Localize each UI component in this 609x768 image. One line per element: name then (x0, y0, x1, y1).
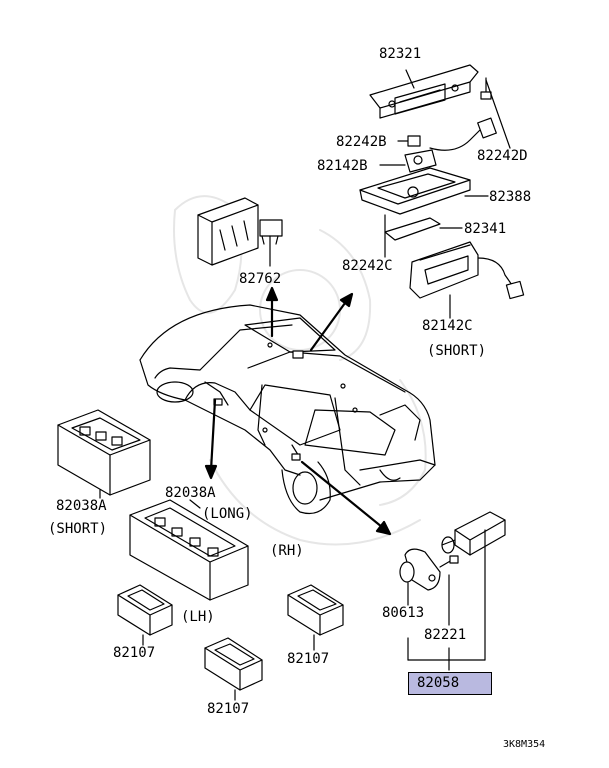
part-label-82388[interactable]: 82388 (489, 189, 532, 205)
note-long: (LONG) (202, 506, 253, 522)
part-label-80613[interactable]: 80613 (382, 605, 425, 621)
part-label-82321[interactable]: 82321 (379, 46, 422, 62)
window-switch-82107-lh-lower (204, 637, 263, 701)
vehicle-body (139, 304, 436, 515)
part-label-82242d[interactable]: 82242D (477, 148, 528, 164)
lamp-connector-harness (429, 117, 497, 151)
part-label-82107-rh[interactable]: 82107 (287, 651, 330, 667)
part-label-82142b[interactable]: 82142B (317, 158, 368, 174)
part-label-82221[interactable]: 82221 (424, 627, 467, 643)
note-lh: (LH) (181, 609, 215, 625)
part-label-82142c[interactable]: 82142C (422, 318, 473, 334)
part-label-82058-highlighted[interactable]: 82058 (408, 672, 492, 695)
bulb-socket-82142b (379, 149, 437, 173)
screw-82242d (480, 77, 511, 149)
note-short-left: (SHORT) (48, 521, 108, 537)
door-switch-82221 (441, 511, 506, 661)
door-switch-screw (439, 555, 459, 626)
screw-82242b (397, 135, 421, 147)
part-label-82242c[interactable]: 82242C (342, 258, 393, 274)
diagram-code: 3K8M354 (503, 739, 546, 750)
part-label-82762[interactable]: 82762 (239, 271, 282, 287)
part-label-82107-lh-upper[interactable]: 82107 (113, 645, 156, 661)
window-switch-82107-lh-upper (117, 584, 173, 646)
room-lamp-bracket-82321 (369, 64, 479, 119)
relay-module-82762 (197, 197, 283, 267)
lamp-housing-82388 (359, 167, 489, 215)
door-switch-80613 (399, 548, 441, 606)
part-label-82107-lh-lower[interactable]: 82107 (207, 701, 250, 717)
part-label-82038a-long[interactable]: 82038A (165, 485, 216, 501)
part-bracket-lines (407, 637, 486, 671)
part-label-82242b[interactable]: 82242B (336, 134, 387, 150)
lamp-lens-82341 (384, 217, 463, 241)
lamp-socket-82142c (409, 241, 525, 319)
part-label-82038a-short[interactable]: 82038A (56, 498, 107, 514)
note-short-top: (SHORT) (427, 343, 487, 359)
window-switch-82038a-short (57, 409, 151, 499)
window-switch-82107-rh (287, 584, 344, 651)
window-switch-82038a-long (129, 499, 249, 601)
pointer-arrows (204, 286, 392, 536)
note-rh: (RH) (270, 543, 304, 559)
part-label-82341[interactable]: 82341 (464, 221, 507, 237)
